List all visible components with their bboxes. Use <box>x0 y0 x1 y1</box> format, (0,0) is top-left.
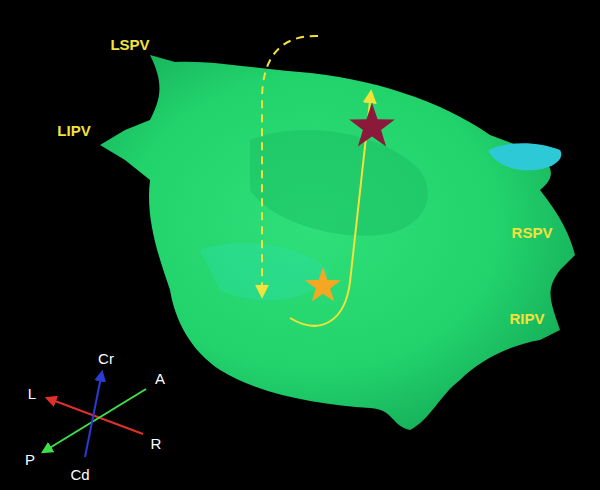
solid-activation-arrow <box>290 92 371 326</box>
axis-label: Cd <box>70 467 89 482</box>
axis-label: P <box>25 452 35 467</box>
dashed-activation-arrow <box>262 36 318 296</box>
vein-label: RSPV <box>512 225 553 240</box>
orange-star <box>305 267 341 302</box>
axis-label: Cr <box>98 351 114 366</box>
axis-label: A <box>155 371 165 386</box>
vein-label: LSPV <box>110 37 149 52</box>
atrial-appendage <box>488 143 561 170</box>
red-star <box>349 103 395 146</box>
surface-shading <box>200 243 330 300</box>
axis-label: L <box>28 386 36 401</box>
axis-cranial-caudal <box>85 372 102 457</box>
axis-label: R <box>151 436 162 451</box>
vein-label: RIPV <box>509 311 544 326</box>
vein-label: LIPV <box>57 123 90 138</box>
left-atrium-surface <box>100 55 575 430</box>
surface-shading <box>250 130 428 236</box>
axis-anterior-posterior <box>43 389 146 452</box>
